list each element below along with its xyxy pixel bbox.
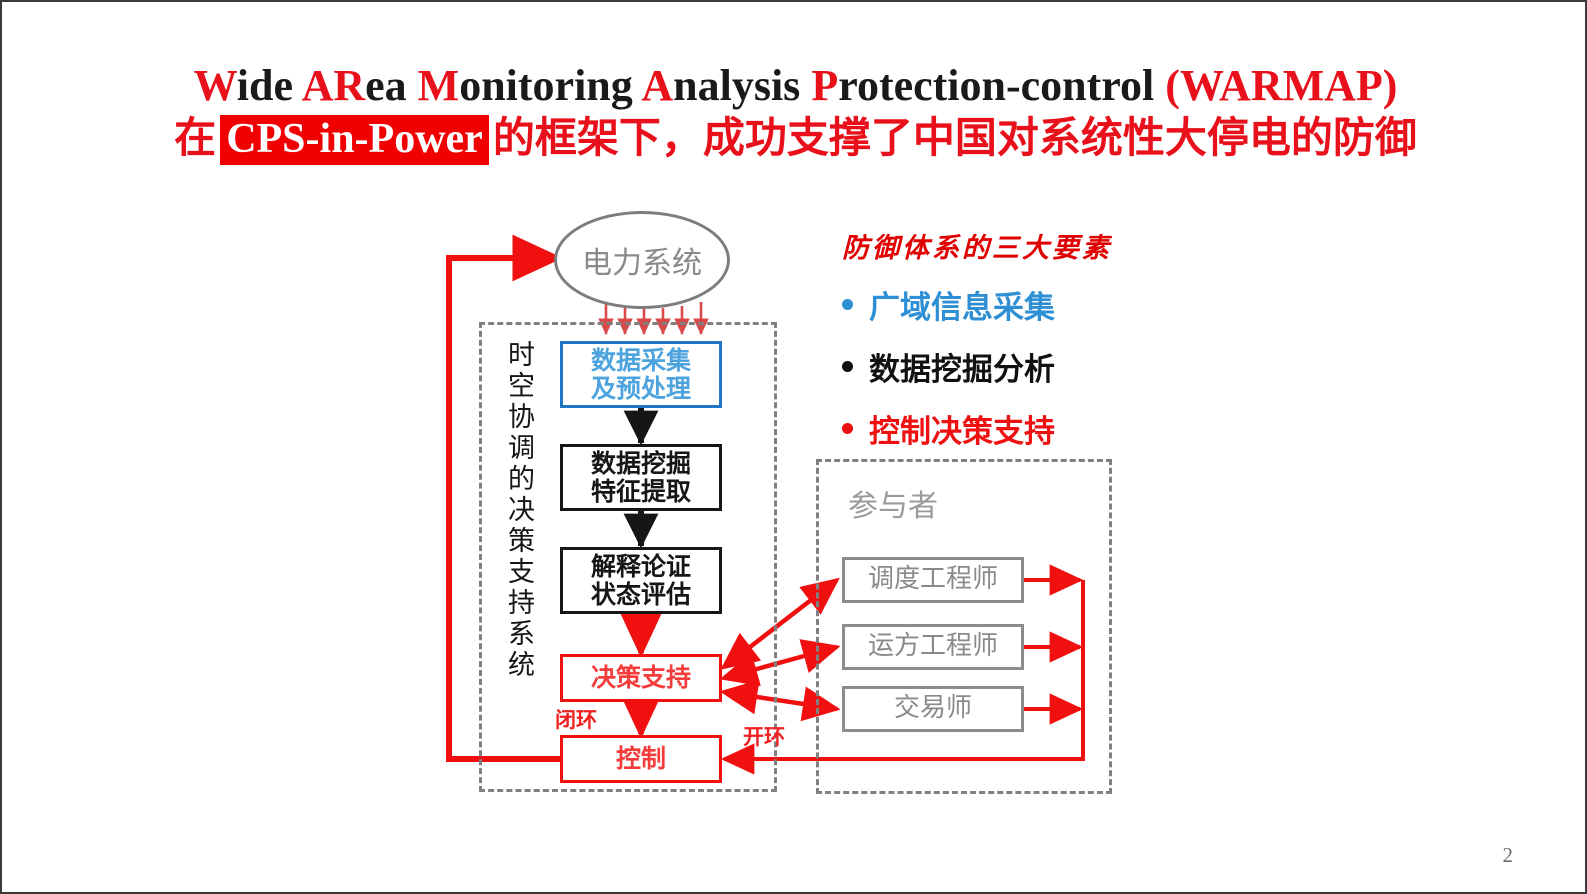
cps-in-power-highlight: CPS-in-Power [220,115,489,165]
title-line2-prefix: 在 [174,116,217,162]
defense-elements-heading: 防御体系的三大要素 [842,233,1112,264]
system-group-vertical-label: 时空协调的决策支持系统 [503,340,534,681]
defense-element-item: 广域信息采集 [802,282,1152,327]
node-data-mining: 数据挖掘 特征提取 [560,444,722,511]
title-line2-suffix: 的框架下，成功支撑了中国对系统性大停电的防御 [492,116,1417,162]
participant-dispatch-engineer: 调度工程师 [842,557,1024,603]
participants-group [816,459,1112,794]
power-system-node: 电力系统 [554,211,730,309]
defense-element-label-2: 数据挖掘分析 [869,352,1055,388]
title-segment-9: rotection-control [838,61,1166,110]
node-decision-support-label: 决策支持 [590,663,691,692]
node-data-acquisition-line2: 及预处理 [590,373,691,403]
node-data-acquisition-line1: 数据采集 [590,345,691,375]
participants-group-label: 参与者 [848,489,938,524]
bullet-dot-icon [842,299,853,310]
title-segment-7: nalysis [673,61,812,110]
defense-elements-panel: 防御体系的三大要素 广域信息采集 数据挖掘分析 控制决策支持 [802,226,1152,451]
title-line-1: Wide ARea Monitoring Analysis Protection… [2,61,1585,110]
closed-loop-label: 闭环 [555,708,597,732]
title-segment-3: ea [365,61,418,110]
defense-element-item: 数据挖掘分析 [802,344,1152,389]
node-data-mining-line2: 特征提取 [590,476,691,506]
participant-trader-label: 交易师 [893,693,972,724]
power-system-label: 电力系统 [582,246,702,281]
node-control-label: 控制 [615,744,666,773]
node-data-mining-line1: 数据挖掘 [590,448,691,478]
title-segment-8: P [811,61,839,110]
open-loop-label: 开环 [743,725,785,749]
participant-dispatch-engineer-label: 调度工程师 [867,564,998,595]
defense-element-label-1: 广域信息采集 [869,290,1055,326]
title-segment-2: AR [301,61,366,110]
defense-element-item: 控制决策支持 [802,406,1152,451]
defense-element-label-3: 控制决策支持 [869,414,1055,450]
node-decision-support: 决策支持 [560,654,722,702]
title-segment-4: M [417,61,460,110]
node-control: 控制 [560,735,722,783]
title-segment-5: onitoring [459,61,642,110]
bullet-dot-icon [842,423,853,434]
node-data-acquisition: 数据采集 及预处理 [560,341,722,408]
title-segment-6: A [641,61,674,110]
bullet-dot-icon [842,361,853,372]
slide-title: Wide ARea Monitoring Analysis Protection… [2,61,1585,165]
title-segment-10: (WARMAP) [1165,61,1398,110]
node-state-assessment-line1: 解释论证 [590,551,691,581]
participant-operation-engineer: 运方工程师 [842,624,1024,670]
participant-operation-engineer-label: 运方工程师 [867,631,998,662]
node-state-assessment: 解释论证 状态评估 [560,547,722,614]
title-segment-1: ide [236,61,302,110]
node-state-assessment-line2: 状态评估 [590,579,691,609]
decision-support-system-group [479,322,777,792]
page-number: 2 [1502,843,1514,867]
participant-trader: 交易师 [842,686,1024,732]
title-segment-0: W [193,61,237,110]
